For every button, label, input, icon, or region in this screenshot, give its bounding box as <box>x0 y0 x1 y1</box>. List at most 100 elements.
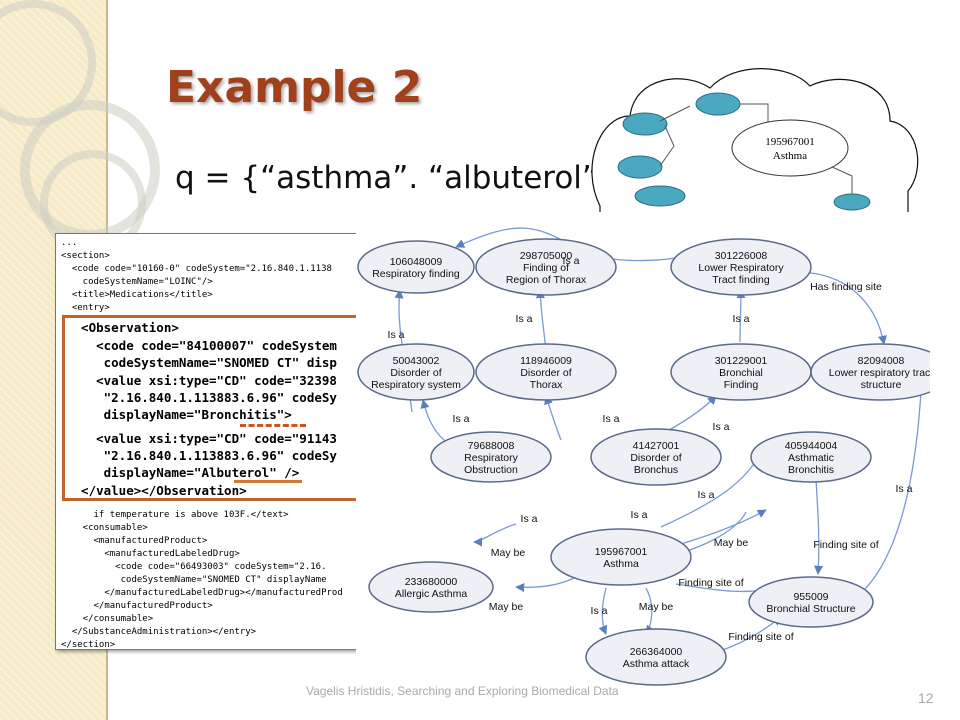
graph-node-label: Asthma <box>603 558 639 570</box>
code-line: codeSystemName="SNOMED CT" displayName <box>61 575 327 585</box>
graph-node-label: Disorder of <box>520 367 571 379</box>
graph-node-ellipse <box>750 431 872 483</box>
graph-node-ellipse <box>475 343 617 401</box>
graph-node-label: Asthmatic <box>788 452 834 464</box>
graph-node-label: 298705000 <box>520 250 573 262</box>
graph-node-ellipse <box>590 428 722 486</box>
edge-label: May be <box>491 547 526 559</box>
graph-node-label: Finding of <box>523 262 569 274</box>
graph-node-ellipse <box>585 628 727 686</box>
edge-label: Is a <box>631 509 648 521</box>
edge-label: Is a <box>516 313 533 325</box>
code-line: <section> <box>61 251 110 261</box>
observation-highlight-box <box>62 315 365 501</box>
graph-node-label: 106048009 <box>390 256 443 268</box>
edge-label: Has finding site <box>810 281 882 293</box>
graph-node-label: Obstruction <box>464 464 518 476</box>
graph-node-label: Tract finding <box>712 274 770 286</box>
graph-node-ellipse <box>748 576 874 628</box>
code-line: <title>Medications</title> <box>61 290 213 300</box>
code-line: if temperature is above 103F.</text> <box>61 510 289 520</box>
graph-node-label: Lower respiratory tract <box>829 367 930 379</box>
edge-label: May be <box>714 537 749 549</box>
graph-node-label: Respiratory <box>464 452 518 464</box>
code-line: </consumable> <box>61 614 154 624</box>
graph-node-ellipse <box>475 238 617 296</box>
code-line: "2.16.840.1.113883.6.96" codeSy <box>66 390 337 405</box>
decorative-ring <box>0 0 96 126</box>
page-number: 12 <box>918 690 934 706</box>
edge-label: Is a <box>698 489 715 501</box>
graph-node-label: Thorax <box>530 379 563 391</box>
graph-node-label: Region of Thorax <box>506 274 587 286</box>
code-line: displayName="Bronchitis"> <box>66 407 292 422</box>
graph-node-label: 50043002 <box>393 355 440 367</box>
graph-node-label: 41427001 <box>633 440 680 452</box>
albuterol-underline <box>234 480 302 483</box>
edge-label: Is a <box>896 483 913 495</box>
edge-label: Is a <box>733 313 750 325</box>
edge-label: Is a <box>388 329 405 341</box>
graph-node-ellipse <box>357 343 475 401</box>
query-text: q = {“asthma”. “albuterol”} <box>175 160 618 196</box>
edge-label: Is a <box>521 513 538 525</box>
code-line: "2.16.840.1.113883.6.96" codeSy <box>66 448 337 463</box>
edge-label: Is a <box>453 413 470 425</box>
slide-title: Example 2 <box>166 62 423 113</box>
code-line: </value></Observation> <box>66 483 247 498</box>
edge-label: Is a <box>563 255 580 267</box>
code-line: displayName="Albuterol" /> <box>66 465 300 480</box>
graph-node-label: Disorder of <box>630 452 681 464</box>
graph-node-label: Bronchus <box>634 464 678 476</box>
code-line: codeSystemName="LOINC"/> <box>61 277 213 287</box>
graph-node-label: 82094008 <box>858 355 905 367</box>
code-line: <consumable> <box>61 523 148 533</box>
graph-node-ellipse <box>810 343 930 401</box>
graph-node-label: 266364000 <box>630 646 683 658</box>
code-line: <code code="10160-0" codeSystem="2.16.84… <box>61 264 332 274</box>
edge-label: Is a <box>591 605 608 617</box>
slide-footer: Vagelis Hristidis, Searching and Explori… <box>306 684 619 698</box>
code-line: </manufacturedProduct> <box>61 601 213 611</box>
graph-node-label: Asthma attack <box>623 658 690 670</box>
cloud-node-label: Asthma <box>773 150 807 162</box>
graph-node-label: 955009 <box>793 591 828 603</box>
code-line: <value xsi:type="CD" code="32398 <box>66 373 337 388</box>
graph-node-label: Bronchitis <box>788 464 834 476</box>
cloud-graph-graphic: 195967001 Asthma <box>591 68 919 226</box>
edge-label: May be <box>639 601 674 613</box>
graph-node-label: structure <box>861 379 902 391</box>
graph-node-label: 195967001 <box>595 546 648 558</box>
graph-node-label: 118946009 <box>520 355 572 367</box>
code-line: <manufacturedProduct> <box>61 536 208 546</box>
graph-node-label: 301229001 <box>715 355 768 367</box>
graph-node-label: Bronchial Structure <box>766 603 855 615</box>
cloud-node-code: 195967001 <box>765 136 815 148</box>
code-line: </manufacturedLabeledDrug></manufactured… <box>61 588 343 598</box>
code-line: <Observation> <box>66 320 179 335</box>
code-line: <code code="84100007" codeSystem <box>66 338 337 353</box>
graph-node-label: 233680000 <box>405 576 458 588</box>
code-line: ... <box>61 238 78 248</box>
graph-node-ellipse <box>368 561 494 613</box>
graph-node-label: Allergic Asthma <box>395 588 468 600</box>
edge-label: Finding site of <box>728 631 793 643</box>
graph-node-label: Finding <box>724 379 759 391</box>
graph-node-label: Bronchial <box>719 367 763 379</box>
graph-node-label: Respiratory system <box>371 379 461 391</box>
graph-node-ellipse <box>357 240 475 294</box>
code-line: </section> <box>61 640 116 650</box>
graph-node-ellipse <box>550 528 692 586</box>
edge-label: Finding site of <box>678 577 743 589</box>
xml-code-panel: ... <section> <code code="10160-0" codeS… <box>55 233 367 650</box>
code-line: <code code="66493003" codeSystem="2.16. <box>61 562 327 572</box>
